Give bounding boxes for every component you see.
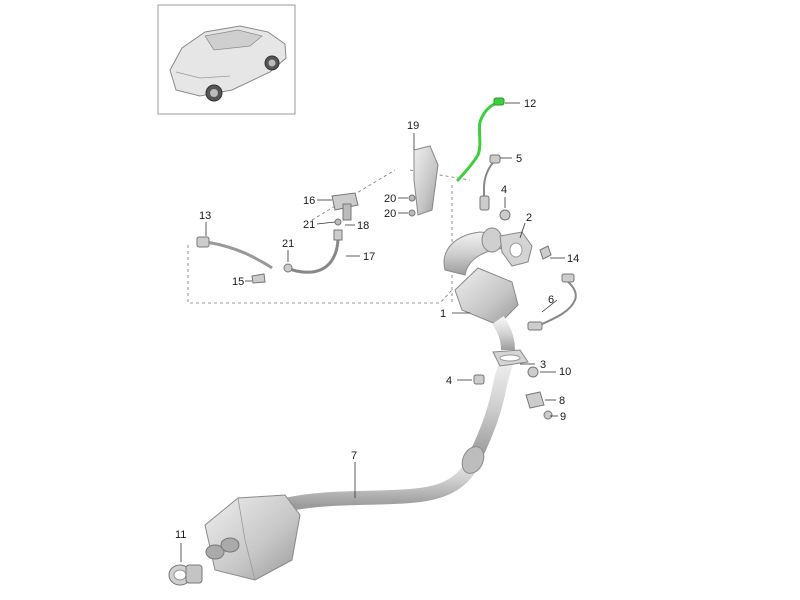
hanger-assembly[interactable]	[283, 192, 359, 274]
callout-10: 10	[559, 366, 571, 378]
callout-8: 8	[559, 395, 565, 407]
callout-labels: 12 5 4 2 14 6 1 3 4 10 8 9 7 11 13 15 16…	[175, 98, 579, 541]
callout-12: 12	[524, 98, 536, 110]
pipe-13[interactable]	[196, 236, 273, 284]
callout-20-lower: 20	[384, 208, 396, 220]
callout-4-upper: 4	[501, 184, 507, 196]
oxygen-sensor-6[interactable]	[527, 273, 577, 331]
callout-13: 13	[199, 210, 211, 222]
vehicle-thumbnail-icon	[169, 25, 287, 102]
callout-18: 18	[357, 220, 369, 232]
leader-lines	[180, 102, 565, 562]
flange-gasket[interactable]	[492, 231, 533, 367]
callout-21-upper: 21	[303, 219, 315, 231]
callout-11: 11	[175, 529, 186, 541]
clamp-part[interactable]	[168, 564, 203, 586]
catalytic-converter[interactable]	[443, 227, 519, 351]
rear-muffler-pipe[interactable]	[204, 351, 515, 581]
callout-7: 7	[351, 450, 357, 462]
callout-16: 16	[303, 195, 315, 207]
callout-2: 2	[526, 212, 532, 224]
callout-9: 9	[560, 411, 566, 423]
callout-6: 6	[548, 294, 554, 306]
vehicle-thumbnail[interactable]	[157, 4, 296, 115]
clip-15[interactable]	[539, 245, 552, 260]
callout-19: 19	[407, 120, 419, 132]
callout-20-upper: 20	[384, 193, 396, 205]
nut-parts[interactable]	[473, 209, 553, 420]
callout-5: 5	[516, 153, 522, 165]
callout-3: 3	[540, 359, 546, 371]
callout-17: 17	[363, 251, 375, 263]
callout-4-lower: 4	[446, 375, 452, 387]
callout-14: 15	[232, 276, 244, 288]
bracket-19[interactable]	[408, 145, 439, 217]
oxygen-sensor-5[interactable]	[479, 154, 501, 211]
callout-1: 1	[440, 308, 446, 320]
callout-15: 14	[567, 253, 579, 265]
callout-21-lower: 21	[282, 238, 294, 250]
oxygen-sensor-12[interactable]	[456, 97, 505, 182]
